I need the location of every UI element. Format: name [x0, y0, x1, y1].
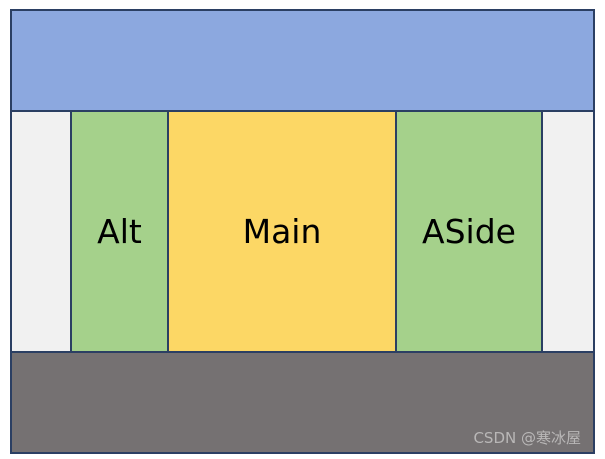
- csdn-watermark: CSDN @寒冰屋: [473, 429, 581, 447]
- aside-label: ASide: [422, 212, 516, 251]
- main-label: Main: [242, 212, 322, 251]
- right-gutter-region[interactable]: [541, 110, 595, 353]
- header-region[interactable]: [10, 9, 595, 112]
- footer-region[interactable]: CSDN @寒冰屋: [10, 351, 595, 454]
- layout-diagram: Alt Main ASide CSDN @寒冰屋: [10, 9, 595, 454]
- left-gutter-region[interactable]: [10, 110, 72, 353]
- alt-label: Alt: [97, 212, 142, 251]
- content-band: Alt Main ASide: [10, 110, 595, 353]
- main-region[interactable]: Main: [167, 110, 397, 353]
- alt-region[interactable]: Alt: [70, 110, 169, 353]
- aside-region[interactable]: ASide: [395, 110, 543, 353]
